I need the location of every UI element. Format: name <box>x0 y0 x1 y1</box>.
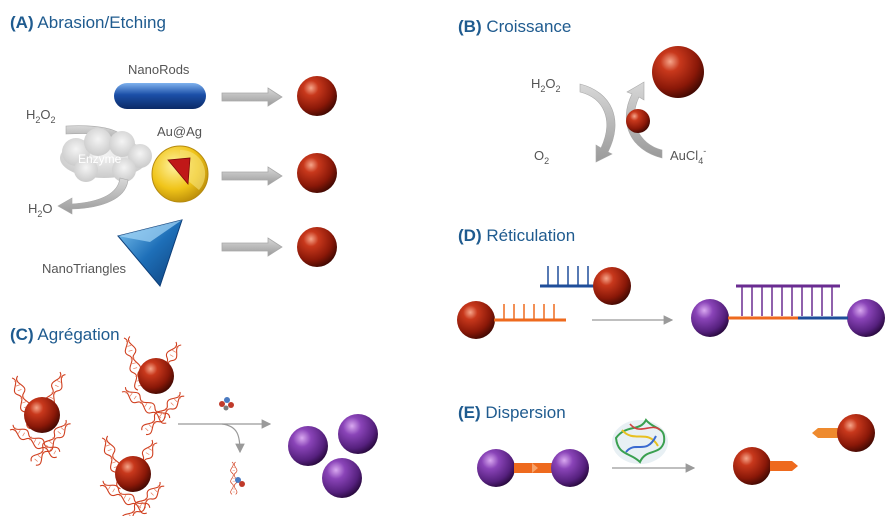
panel-e-title: (E) Dispersion <box>458 403 566 422</box>
nanorods-label: NanoRods <box>128 62 190 77</box>
arrow-nanorods <box>221 87 283 107</box>
panel-b-title: (B) Croissance <box>458 17 571 36</box>
enzyme-cloud <box>60 128 152 182</box>
aucl4-label: AuCl4- <box>670 146 706 166</box>
enzyme-arrow-out <box>57 177 129 215</box>
aggregated-np-3 <box>322 458 362 498</box>
h2o-label-a: H2O <box>28 201 53 219</box>
gold-np-d-orange <box>457 301 495 339</box>
gold-np-e-1 <box>733 447 771 485</box>
cleaved-linker-1 <box>770 461 798 471</box>
orange-strand <box>494 304 566 322</box>
h2o2-label-a: H2O2 <box>26 107 56 125</box>
purple-np-e-left <box>477 449 515 487</box>
large-gold-np <box>652 46 704 98</box>
purple-np-d-right <box>847 299 885 337</box>
dna-np-cluster-2 <box>120 335 187 437</box>
panel-b: (B) Croissance H2O2 O2 AuCl4- <box>458 17 706 166</box>
nanotriangles-label: NanoTriangles <box>42 261 127 276</box>
panel-a-title: (A) Abrasion/Etching <box>10 13 166 32</box>
panel-d: (D) Réticulation <box>457 226 885 339</box>
panel-c-title: (C) Agrégation <box>10 325 120 344</box>
probe-blue-strand <box>540 266 598 288</box>
bound-complex-icon <box>230 461 245 495</box>
enzyme-protein-icon <box>612 418 668 464</box>
panel-c: (C) Agrégation <box>8 325 378 516</box>
small-gold-np <box>626 109 650 133</box>
panel-d-title: (D) Réticulation <box>458 226 575 245</box>
cleaved-linker-2 <box>812 428 840 438</box>
croissance-arrow-right <box>625 81 663 159</box>
o2-label: O2 <box>534 148 549 166</box>
aggregation-branch-arrow <box>221 423 245 454</box>
h2o2-label-b: H2O2 <box>531 76 561 94</box>
dna-np-cluster-3 <box>98 434 167 516</box>
gold-np-c3 <box>115 456 151 492</box>
auag-label: Au@Ag <box>157 124 202 139</box>
target-molecule-icon <box>219 397 234 411</box>
gold-np-e-2 <box>837 414 875 452</box>
gold-np-1 <box>297 76 337 116</box>
auag-core <box>167 157 191 186</box>
gold-np-d-probe <box>593 267 631 305</box>
enzyme-label: Enzyme <box>78 152 122 166</box>
purple-np-e-right <box>551 449 589 487</box>
gold-np-c1 <box>24 397 60 433</box>
dna-np-cluster-1 <box>8 370 73 468</box>
arrow-auag <box>221 166 283 186</box>
arrow-nanotriangles <box>221 237 283 257</box>
gold-np-c2 <box>138 358 174 394</box>
aggregated-np-1 <box>288 426 328 466</box>
nanorod-shape <box>114 83 206 109</box>
aggregated-np-2 <box>338 414 378 454</box>
panel-e: (E) Dispersion <box>458 403 875 487</box>
croissance-arrow-left <box>579 83 616 163</box>
purple-np-d-left <box>691 299 729 337</box>
gold-np-3 <box>297 227 337 267</box>
gold-np-2 <box>297 153 337 193</box>
panel-a: (A) Abrasion/Etching NanoRods Au@Ag Nano… <box>10 13 337 288</box>
crosslinked-duplex <box>728 284 848 320</box>
